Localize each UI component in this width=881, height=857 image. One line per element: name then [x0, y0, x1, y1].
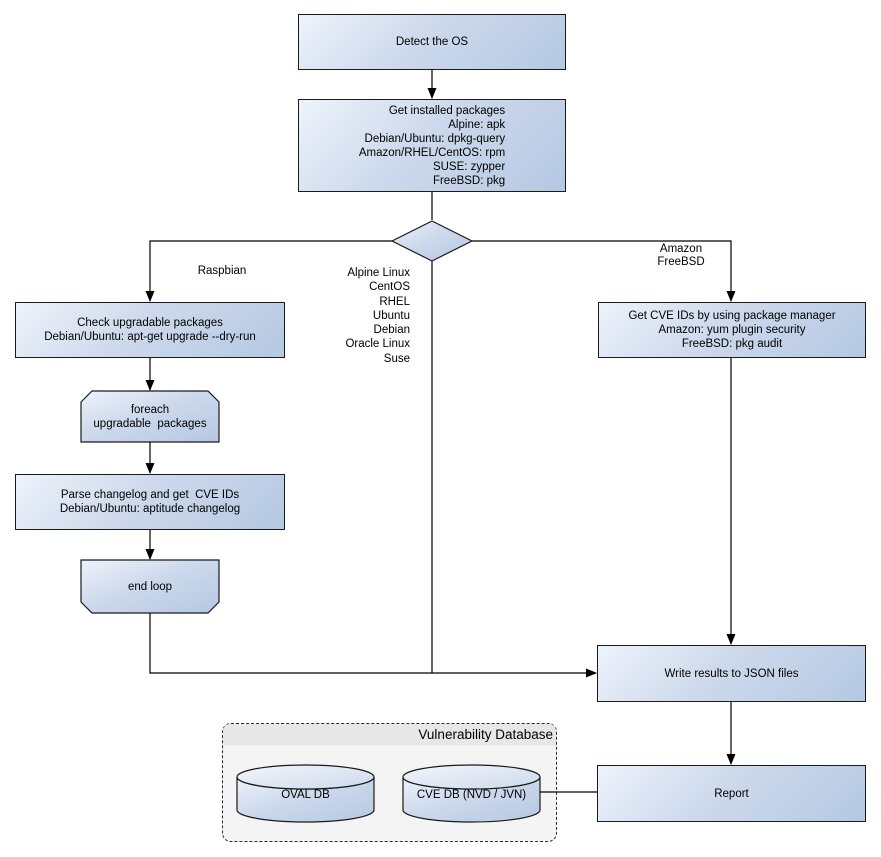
edge-endloop-to-write-results [149, 613, 597, 678]
node-write-results-json: Write results to JSON files [597, 645, 866, 702]
node-oval-db-label: OVAL DB [281, 789, 330, 801]
node-parse-changelog: Parse changelog and get CVE IDs Debian/U… [15, 474, 285, 530]
node-end-loop-label: end loop [127, 580, 173, 593]
node-write-results-json-label: Write results to JSON files [664, 667, 799, 680]
edge-label-os-list: Alpine Linux CentOS RHEL Ubuntu Debian O… [345, 267, 410, 365]
node-check-upgradable-packages-label: Check upgradable packages Debian/Ubuntu:… [44, 317, 256, 343]
vulnerability-database-header: Vulnerability Database [223, 724, 556, 746]
node-report: Report [597, 765, 866, 822]
node-detect-os-label: Detect the OS [395, 36, 469, 48]
node-foreach-loop-start: foreach upgradable packages [81, 391, 219, 442]
node-foreach-loop-start-label: foreach upgradable packages [93, 403, 207, 430]
node-get-installed-packages: Get installed packages Alpine: apk Debia… [298, 99, 566, 192]
edge-label-raspbian: Raspbian [197, 265, 247, 277]
node-oval-db: OVAL DB [237, 772, 374, 818]
node-cve-db: CVE DB (NVD / JVN) [403, 772, 540, 818]
decision-diamond-shape [390, 220, 474, 262]
node-get-cve-ids-package-manager-label: Get CVE IDs by using package manager Ama… [628, 310, 836, 350]
edge-label-amazon-freebsd: Amazon FreeBSD [657, 243, 705, 268]
vulnerability-database-title: Vulnerability Database [418, 727, 553, 742]
node-report-label: Report [714, 787, 749, 800]
node-cve-db-label: CVE DB (NVD / JVN) [416, 789, 527, 801]
node-get-cve-ids-package-manager: Get CVE IDs by using package manager Ama… [598, 302, 866, 358]
node-end-loop: end loop [81, 560, 219, 613]
node-get-installed-packages-label: Get installed packages Alpine: apk Debia… [358, 104, 506, 187]
node-detect-os: Detect the OS [298, 14, 566, 70]
node-check-upgradable-packages: Check upgradable packages Debian/Ubuntu:… [15, 302, 285, 358]
node-parse-changelog-label: Parse changelog and get CVE IDs Debian/U… [59, 489, 241, 515]
